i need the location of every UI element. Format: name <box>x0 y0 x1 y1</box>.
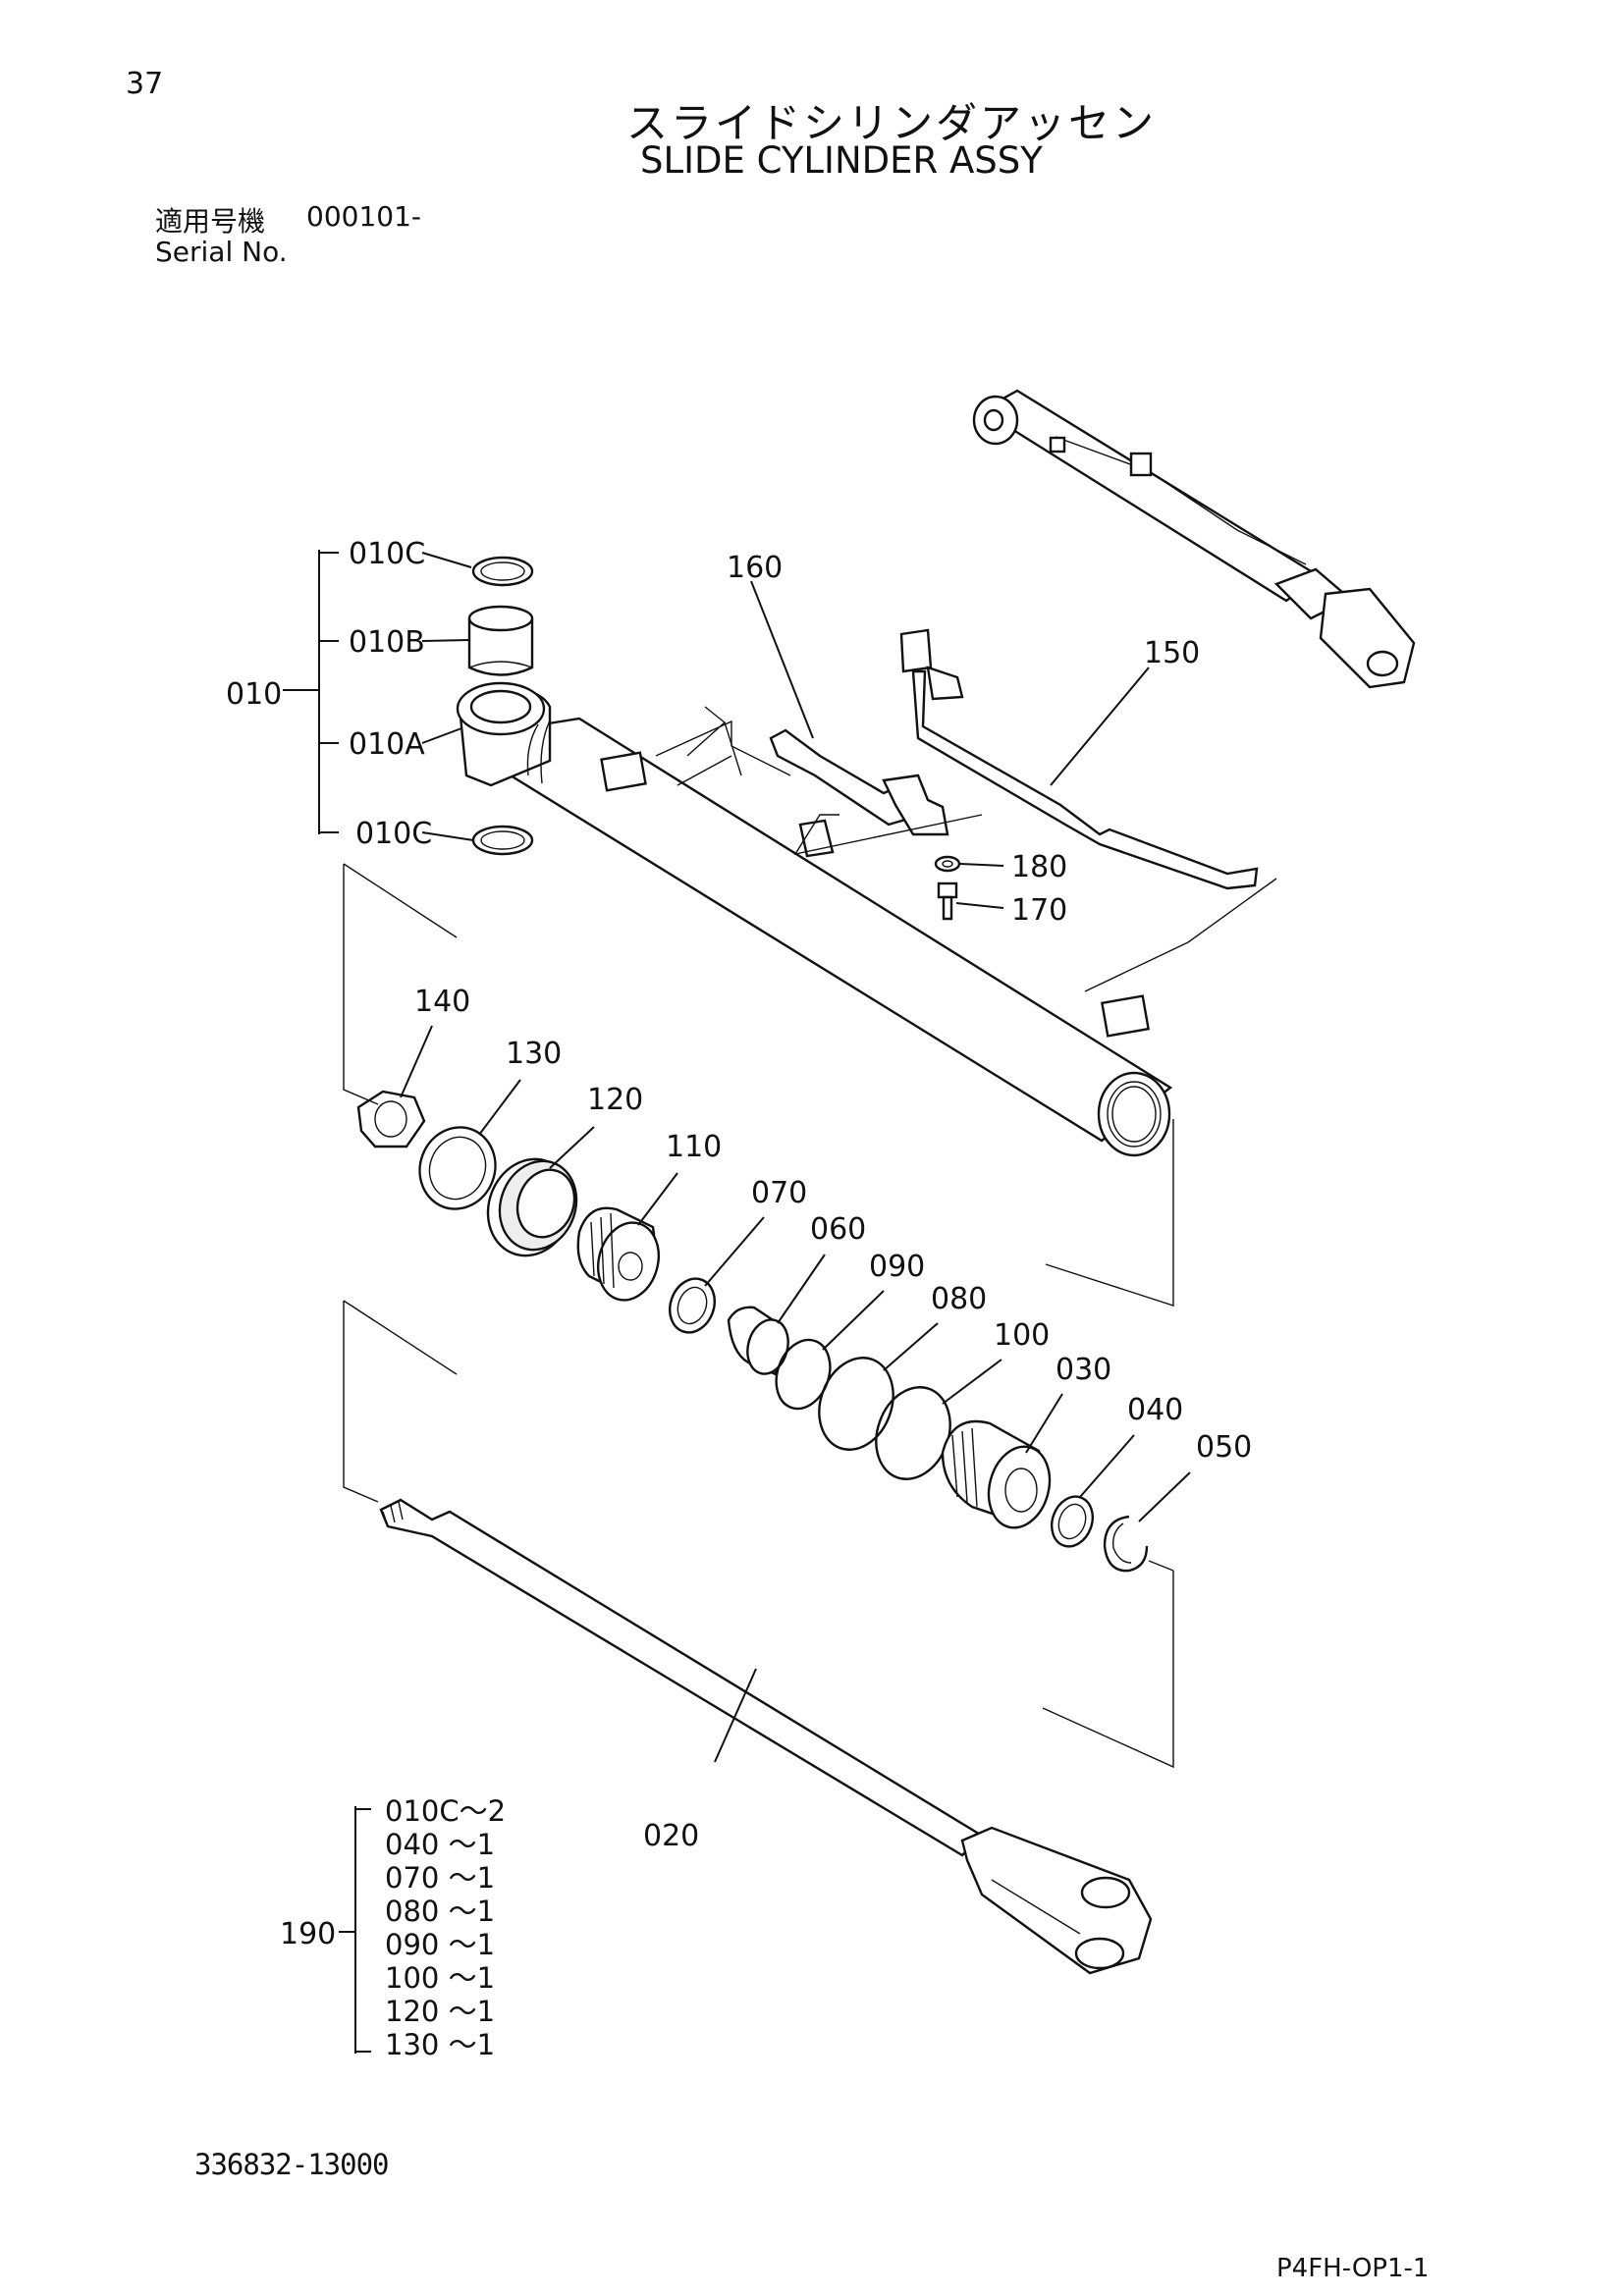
callout-140: 140 <box>414 985 470 1019</box>
callout-010: 010 <box>226 677 282 712</box>
piston-110 <box>576 1206 660 1302</box>
serial-value: 000101- <box>306 200 421 233</box>
pipe-160 <box>769 728 949 836</box>
callout-070: 070 <box>751 1176 807 1210</box>
assembled-cylinder-overview <box>972 389 1416 689</box>
callout-030: 030 <box>1056 1353 1111 1387</box>
dust-seal-010c-bottom <box>471 825 534 856</box>
seal-kit-item: 080 ～1 <box>385 1895 495 1928</box>
callout-130: 130 <box>506 1037 562 1071</box>
serial-label-english: Serial No. <box>155 236 288 268</box>
dust-seal-010c-top <box>471 556 534 587</box>
sheet-code: P4FH-OP1-1 <box>1276 2254 1430 2283</box>
seal-kit-item: 120 ～1 <box>385 1995 495 2028</box>
callout-190: 190 <box>280 1917 336 1951</box>
assembly-part-number: 336832-13000 <box>194 2148 390 2181</box>
ring-040 <box>1051 1495 1094 1548</box>
callout-170: 170 <box>1011 893 1067 928</box>
seal-kit-item: 040 ～1 <box>385 1828 495 1861</box>
leader-lines <box>283 550 1191 2054</box>
seal-kit-item: 100 ～1 <box>385 1961 495 1995</box>
callout-100: 100 <box>994 1318 1050 1353</box>
serial-label-japanese: 適用号機 <box>155 205 266 238</box>
callout-010c-bottom: 010C <box>355 817 432 851</box>
seal-kit-item: 130 ～1 <box>385 2028 495 2061</box>
collar-060 <box>727 1306 789 1376</box>
seal-kit-item: 010C～2 <box>385 1794 506 1828</box>
washer-180 <box>934 855 961 873</box>
o-ring-080 <box>818 1357 894 1451</box>
bushing-010b <box>467 605 534 676</box>
callout-040: 040 <box>1127 1393 1183 1427</box>
callout-120: 120 <box>587 1083 643 1117</box>
seal-kit-item: 090 ～1 <box>385 1928 495 1961</box>
callout-060: 060 <box>810 1212 866 1247</box>
callout-050: 050 <box>1196 1430 1252 1465</box>
callout-150: 150 <box>1144 636 1200 670</box>
callout-labels: 010 010C 010B 010A 010C 160 150 180 170 … <box>226 537 1252 1951</box>
retaining-ring-050 <box>1103 1515 1149 1573</box>
callout-010a: 010A <box>349 727 425 762</box>
callout-020: 020 <box>643 1819 699 1853</box>
cylinder-tube-010a <box>456 681 1173 1157</box>
page-title-english: SLIDE CYLINDER ASSY <box>640 139 1043 182</box>
callout-090: 090 <box>869 1250 925 1284</box>
ring-070 <box>669 1277 716 1334</box>
callout-110: 110 <box>666 1130 722 1164</box>
callout-010c-top: 010C <box>349 537 425 571</box>
ring-130 <box>418 1126 497 1210</box>
seal-kit-item: 070 ～1 <box>385 1861 495 1895</box>
callout-010b: 010B <box>349 625 425 660</box>
page-number: 37 <box>126 67 164 101</box>
callout-180: 180 <box>1011 850 1067 884</box>
page-title-japanese: スライドシリンダアッセン <box>626 99 1158 147</box>
seal-120 <box>486 1157 578 1257</box>
seal-kit-list: 010C～2 040 ～1 070 ～1 080 ～1 090 ～1 100 ～… <box>385 1794 506 2061</box>
callout-160: 160 <box>727 551 783 585</box>
pipe-150 <box>899 628 1259 890</box>
callout-080: 080 <box>931 1282 987 1316</box>
assembly-guide-lines <box>343 720 1277 1769</box>
bolt-170 <box>937 881 958 921</box>
piston-rod-020 <box>379 1498 1153 1975</box>
nut-140 <box>356 1090 426 1148</box>
gland-030 <box>941 1419 1052 1529</box>
